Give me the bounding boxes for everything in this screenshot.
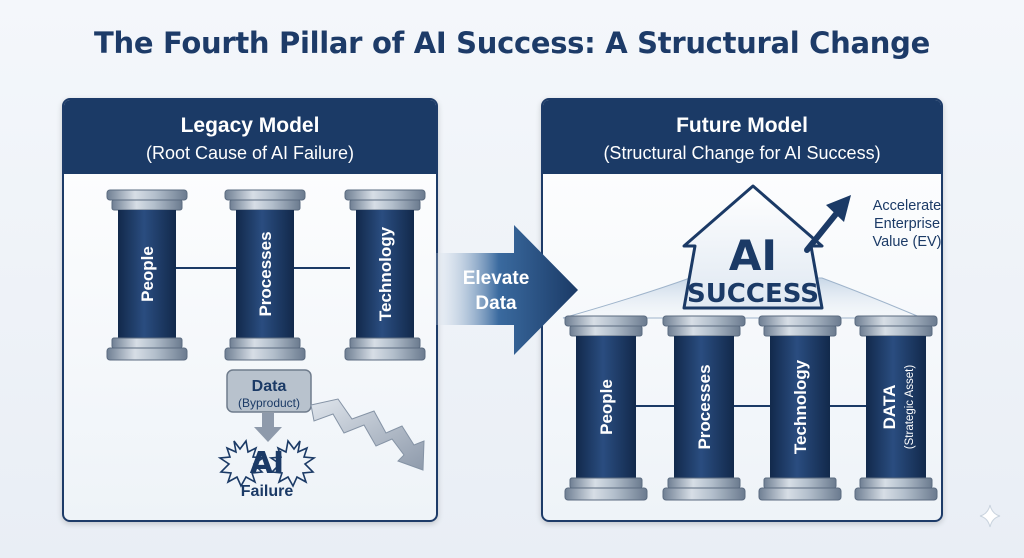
future-model-header: Future Model (Structural Change for AI S… [543, 100, 941, 174]
accelerate-label-line3: Value (EV) [872, 234, 941, 250]
ai-success-roof: AI SUCCESS [682, 184, 824, 310]
future-pillar-data: DATA (Strategic Asset) [854, 315, 938, 501]
legacy-pillar-technology: Technology [344, 189, 426, 361]
data-byproduct-subtitle: (Byproduct) [238, 396, 300, 410]
future-pillar-technology: Technology [758, 315, 842, 501]
ai-success-label: SUCCESS [687, 279, 819, 309]
accelerate-label-line2: Enterprise [874, 216, 940, 232]
elevate-data-label: Data [475, 293, 517, 314]
legacy-pillar-technology-label: Technology [376, 226, 395, 321]
ai-success-ai-label: AI [729, 231, 777, 280]
future-pillar-processes: Processes [662, 315, 746, 501]
future-pillar-processes-label: Processes [695, 364, 714, 449]
page-title: The Fourth Pillar of AI Success: A Struc… [94, 26, 930, 60]
legacy-pillar-people-label: People [138, 246, 157, 302]
legacy-model-title: Legacy Model [180, 114, 320, 137]
future-model-subtitle: (Structural Change for AI Success) [603, 143, 881, 163]
legacy-model-header: Legacy Model (Root Cause of AI Failure) [64, 100, 436, 174]
ai-failure-burst: AI Failure [217, 439, 317, 500]
future-pillar-people: People [564, 315, 648, 501]
legacy-pillar-processes: Processes [224, 189, 306, 361]
data-byproduct-box: Data (Byproduct) [226, 369, 312, 413]
future-pillar-technology-label: Technology [791, 359, 810, 454]
elevate-label: Elevate [463, 268, 530, 289]
elevate-data-arrow: Elevate Data [434, 225, 578, 355]
future-pillar-data-sublabel: (Strategic Asset) [904, 365, 916, 450]
ai-failure-ai-label: AI [250, 446, 284, 481]
legacy-model-subtitle: (Root Cause of AI Failure) [145, 143, 355, 163]
ai-failure-label: Failure [241, 483, 294, 500]
accelerate-arrow-icon [804, 195, 851, 253]
future-pillar-data-label: DATA [880, 385, 899, 430]
accelerate-label-line1: Accelerate [873, 198, 942, 214]
future-model-title: Future Model [676, 114, 808, 137]
legacy-pillar-people: People [106, 189, 188, 361]
crack-arrow-icon [310, 398, 425, 471]
sparkle-icon [979, 504, 1001, 528]
future-pillar-people-label: People [597, 379, 616, 435]
legacy-pillar-processes-label: Processes [256, 231, 275, 316]
down-arrow-icon [254, 413, 282, 442]
data-byproduct-title: Data [252, 378, 287, 395]
